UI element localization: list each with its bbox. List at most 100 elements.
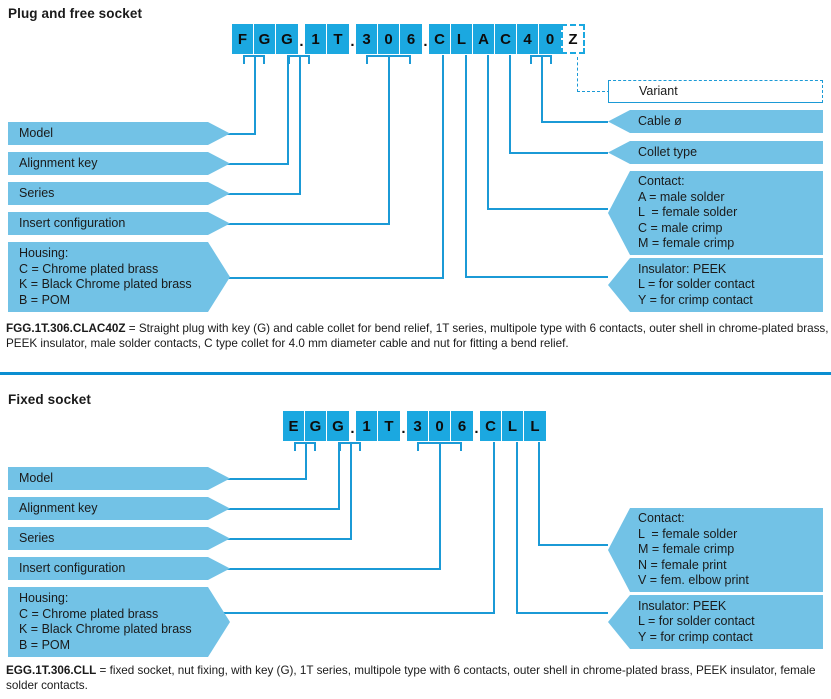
label-text: Series (19, 185, 55, 200)
label-text: Housing: C = Chrome plated brass K = Bla… (19, 591, 192, 652)
code-cell: C (429, 24, 451, 54)
code-separator: . (473, 411, 480, 441)
code-cell: G (305, 411, 327, 441)
code-group-series: 1 T (356, 411, 400, 441)
label-text: Model (19, 125, 54, 140)
label-insulator-1: Insulator: PEEK L = for solder contact Y… (608, 258, 823, 312)
code-group-insert: 3 0 6 (407, 411, 473, 441)
connector-collet-1-h (509, 152, 608, 154)
caption-part-number: FGG.1T.306.CLAC40Z (6, 322, 126, 335)
label-text: Insert configuration (19, 215, 126, 230)
label-text: Series (19, 530, 55, 545)
label-text: Contact: L = female solder M = female cr… (638, 511, 749, 588)
label-alignment-key-2: Alignment key (8, 497, 230, 520)
label-text: Cable ø (638, 113, 682, 128)
code-cell: 1 (356, 411, 378, 441)
connector-cable-1-h (541, 121, 608, 123)
connector-insert-2 (439, 442, 441, 569)
code-cell: L (502, 411, 524, 441)
connector-housing-2 (493, 442, 495, 613)
connector-series-1 (299, 55, 301, 194)
connector-alignment-2 (338, 442, 340, 509)
connector-insert-1 (388, 55, 390, 224)
code-cell: 6 (400, 24, 422, 54)
label-series-1: Series (8, 182, 230, 205)
code-cell: C (495, 24, 517, 54)
label-text: Insert configuration (19, 560, 126, 575)
code-separator: . (422, 24, 429, 54)
caption-description: = Straight plug with key (G) and cable c… (6, 322, 829, 350)
connector-alignment-1 (287, 55, 289, 164)
code-cell: G (327, 411, 349, 441)
label-contact-1: Contact: A = male solder L = female sold… (608, 171, 823, 255)
code-cell: G (276, 24, 298, 54)
code-group-suffix: C L A C 4 0 (429, 24, 561, 54)
connector-insert-2-h (222, 568, 441, 570)
caption-2: EGG.1T.306.CLL = fixed socket, nut fixin… (6, 664, 831, 693)
code-cell: 3 (356, 24, 378, 54)
section-divider (0, 372, 831, 375)
code-group-suffix: C L L (480, 411, 546, 441)
connector-contact-1 (487, 55, 489, 209)
code-cell: 3 (407, 411, 429, 441)
label-alignment-key-1: Alignment key (8, 152, 230, 175)
code-cell: 4 (517, 24, 539, 54)
label-insert-configuration-1: Insert configuration (8, 212, 230, 235)
code-cell: 0 (429, 411, 451, 441)
connector-insulator-1-h (465, 276, 608, 278)
connector-insulator-2 (516, 442, 518, 613)
connector-model-2-h (222, 478, 307, 480)
code-cell-variant: Z (561, 24, 585, 54)
code-cell: 0 (539, 24, 561, 54)
code-cell: E (283, 411, 305, 441)
label-text: Collet type (638, 144, 698, 159)
label-insert-configuration-2: Insert configuration (8, 557, 230, 580)
caption-description: = fixed socket, nut fixing, with key (G)… (6, 664, 816, 692)
connector-model-1 (254, 55, 256, 134)
label-text: Housing: C = Chrome plated brass K = Bla… (19, 246, 192, 307)
connector-insulator-1 (465, 55, 467, 277)
label-variant-1: Variant (608, 80, 823, 103)
code-cell: 6 (451, 411, 473, 441)
connector-cable-1 (541, 55, 543, 122)
label-text: Contact: A = male solder L = female sold… (638, 174, 738, 251)
code-cell: L (524, 411, 546, 441)
code-separator: . (349, 24, 356, 54)
code-separator: . (298, 24, 305, 54)
label-text: Variant (639, 83, 678, 98)
label-contact-2: Contact: L = female solder M = female cr… (608, 508, 823, 592)
part-number-code-2: E G G . 1 T . 3 0 6 . C L L (283, 411, 546, 441)
code-cell: T (378, 411, 400, 441)
connector-series-2-h (222, 538, 352, 540)
label-text: Insulator: PEEK L = for solder contact Y… (638, 261, 755, 307)
connector-series-1-h (222, 193, 301, 195)
label-series-2: Series (8, 527, 230, 550)
connector-alignment-1-h (222, 163, 289, 165)
label-text: Insulator: PEEK L = for solder contact Y… (638, 598, 755, 644)
label-housing-2: Housing: C = Chrome plated brass K = Bla… (8, 587, 230, 657)
connector-insulator-2-h (516, 612, 608, 614)
connector-model-2 (305, 442, 307, 479)
connector-contact-2-h (538, 544, 608, 546)
connector-alignment-2-h (222, 508, 340, 510)
connector-contact-2 (538, 442, 540, 545)
connector-housing-1 (442, 55, 444, 278)
section-title-fixed-socket: Fixed socket (8, 392, 91, 407)
connector-housing-1-h (222, 277, 444, 279)
part-number-code-1: F G G . 1 T . 3 0 6 . C L A C 4 0 Z (232, 24, 585, 54)
caption-part-number: EGG.1T.306.CLL (6, 664, 97, 677)
label-text: Alignment key (19, 155, 98, 170)
code-cell: 1 (305, 24, 327, 54)
code-cell: 0 (378, 24, 400, 54)
code-cell: C (480, 411, 502, 441)
label-text: Alignment key (19, 500, 98, 515)
label-insulator-2: Insulator: PEEK L = for solder contact Y… (608, 595, 823, 649)
connector-collet-1 (509, 55, 511, 153)
code-cell: G (254, 24, 276, 54)
code-cell: F (232, 24, 254, 54)
connector-variant-1 (577, 57, 578, 92)
section-title-plug-and-free-socket: Plug and free socket (8, 6, 143, 21)
code-group-model-key: F G G (232, 24, 298, 54)
code-separator: . (349, 411, 356, 441)
